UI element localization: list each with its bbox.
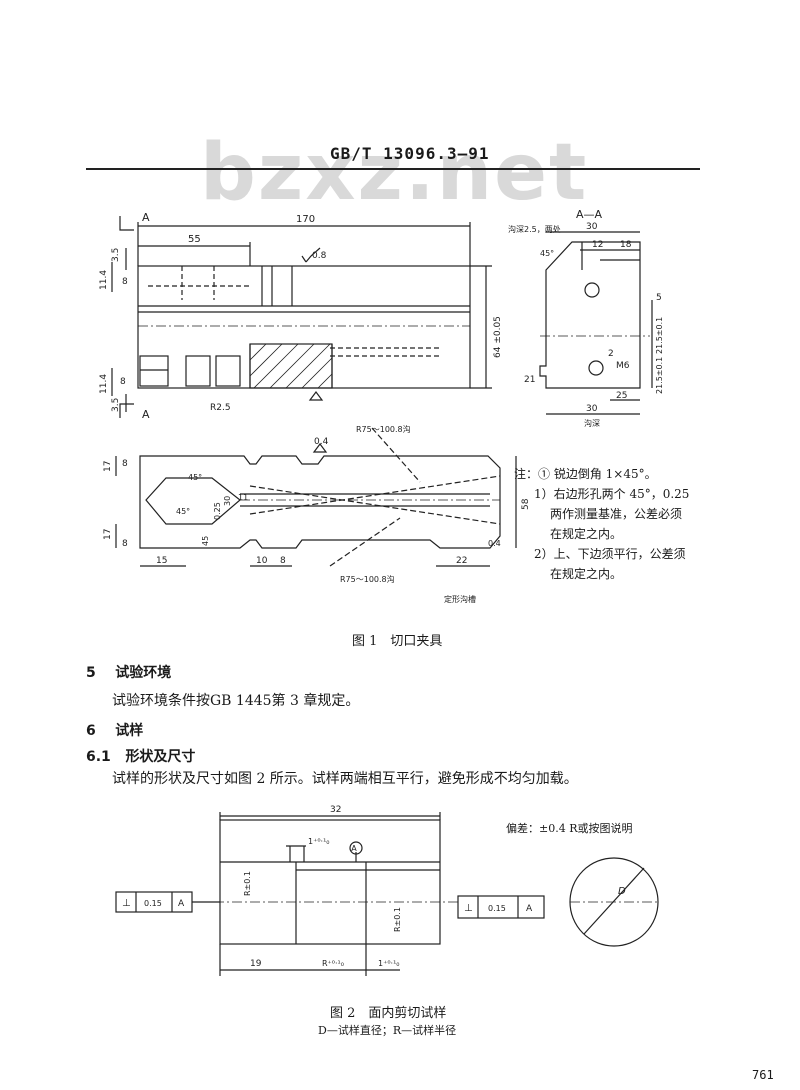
section-6-heading: 6 试样 (86, 720, 143, 740)
note-line: 在规定之内。 (550, 527, 623, 541)
section-6-1-text: 试样的形状及尺寸如图 2 所示。试样两端相互平行，避免形成不均匀加载。 (112, 771, 578, 787)
standard-header: GB/T 13096.3—91 (330, 144, 490, 163)
fig2-dim-mid: R⁺⁰·¹₀ (322, 959, 344, 968)
note-line: 注：① 锐边倒角 1×45°。 (514, 467, 657, 481)
section-5-text: 试验环境条件按GB 1445第 3 章规定。 (112, 693, 360, 709)
low-dim-8-bot: 8 (122, 539, 128, 549)
section-mark-bottom: A (142, 408, 150, 421)
watermark: bzxz.net (200, 128, 589, 218)
fcf-left-tol: 0.15 (144, 899, 162, 908)
dim-8-bot: 8 (120, 377, 126, 387)
section-6-1-heading: 6.1 形状及尺寸 (86, 746, 195, 766)
low-45c: 45 (201, 536, 210, 546)
fig2-right-h: R±0.1 (393, 907, 402, 932)
page-number: 761 (752, 1068, 774, 1082)
low-025: 0.25 (213, 502, 222, 520)
section-mark-top: A (142, 211, 150, 224)
rough-08: 0.8 (312, 251, 327, 261)
sec-dim-m6: M6 (616, 361, 630, 371)
sec-dim-5: 5 (656, 293, 662, 303)
section-title: 试验环境 (115, 665, 172, 681)
low-radius-bot: R75～100.8沟 (340, 574, 395, 584)
sec-bot-note: 沟深 (584, 418, 600, 428)
figure-2-caption: 图 2 面内剪切试样 (330, 1006, 447, 1021)
low-dim-17-top: 17 (103, 461, 113, 472)
low-dim-22: 22 (456, 556, 467, 566)
fcf-right-datum: A (526, 904, 533, 914)
dim-114-bot: 11.4 (99, 374, 109, 394)
low-dim-17-bot: 17 (103, 529, 113, 540)
sec-dim-25: 25 (616, 391, 627, 401)
low-dim-8-top: 8 (122, 459, 128, 469)
section-number: 6 (86, 723, 96, 739)
sec-dim-21: 21 (524, 375, 535, 385)
section-title: 试样 (115, 723, 144, 739)
figure-2-tolerance-note: 偏差：±0.4 R或按图说明 (506, 822, 633, 835)
dim-35-bot: 3.5 (111, 398, 121, 412)
figure-2-subcaption: D—试样直径；R—试样半径 (318, 1024, 457, 1037)
fcf-right-perp: ⊥ (464, 903, 473, 914)
header-rule (86, 168, 700, 170)
sec-dim-215-a: 21.5±0.1 (655, 317, 664, 354)
low-rough: 0.4 (488, 539, 501, 548)
low-45a: 45° (188, 473, 202, 482)
fig2-datum-a: A (351, 844, 357, 853)
low-dim-10: 10 (256, 556, 268, 566)
dim-35: 3.5 (111, 248, 121, 262)
dim-170: 170 (296, 214, 315, 225)
fcf-left-perp: ⊥ (122, 898, 131, 909)
fcf-left-datum: A (178, 899, 185, 909)
section-number: 5 (86, 665, 96, 681)
sec-dim-2: 2 (608, 349, 614, 359)
low-11: 11 (238, 493, 248, 502)
dim-114-top: 11.4 (99, 270, 109, 290)
dim-55: 55 (188, 234, 201, 245)
fig2-left-h: R±0.1 (243, 871, 252, 896)
fig2-dim-19: 19 (250, 959, 262, 969)
sec-dim-215-b: 21.5±0.1 (655, 357, 664, 394)
dim-64: 64 ±0.05 (493, 316, 503, 358)
sec-hole-note: 沟深2.5，两处 (508, 224, 561, 234)
section-number: 6.1 (86, 749, 111, 765)
sec-dim-30-top: 30 (586, 222, 598, 232)
section-title: 形状及尺寸 (125, 749, 196, 765)
fig2-dim-right: 1⁺⁰·¹₀ (378, 959, 399, 968)
low-dim-58: 58 (521, 498, 531, 510)
circle-d-label: D (618, 886, 626, 897)
figure-1-caption: 图 1 切口夹具 (352, 634, 443, 649)
sec-dim-18: 18 (620, 240, 632, 250)
sec-dim-30-bot: 30 (586, 404, 598, 414)
fig2-tol-top: 1⁺⁰·¹₀ (308, 837, 329, 846)
low-radius-top: R75～100.8沟 (356, 424, 411, 434)
radius-r25: R2.5 (210, 403, 231, 413)
dim-8-top: 8 (122, 277, 128, 287)
sec-dim-12: 12 (592, 240, 603, 250)
low-dim-15: 15 (156, 556, 167, 566)
section-5-heading: 5 试验环境 (86, 662, 171, 682)
note-line: 1）右边形孔两个 45°，0.25 (534, 487, 690, 501)
sec-45deg: 45° (540, 249, 554, 258)
low-rough-04: 0.4 (314, 437, 329, 447)
fig2-dim-32: 32 (330, 805, 341, 815)
low-groove-note: 定形沟槽 (444, 594, 476, 604)
low-45b: 45° (176, 507, 190, 516)
figure-1-notes: 注：① 锐边倒角 1×45°。 1）右边形孔两个 45°，0.25 两作测量基准… (514, 464, 714, 584)
section-view-label: A—A (576, 208, 603, 221)
low-30: 30 (223, 496, 232, 506)
low-dim-8: 8 (280, 556, 286, 566)
note-line: 在规定之内。 (550, 567, 623, 581)
note-line: 2）上、下边须平行，公差须 (534, 547, 686, 561)
fcf-right-tol: 0.15 (488, 904, 506, 913)
note-line: 两作测量基准，公差必须 (550, 507, 683, 521)
